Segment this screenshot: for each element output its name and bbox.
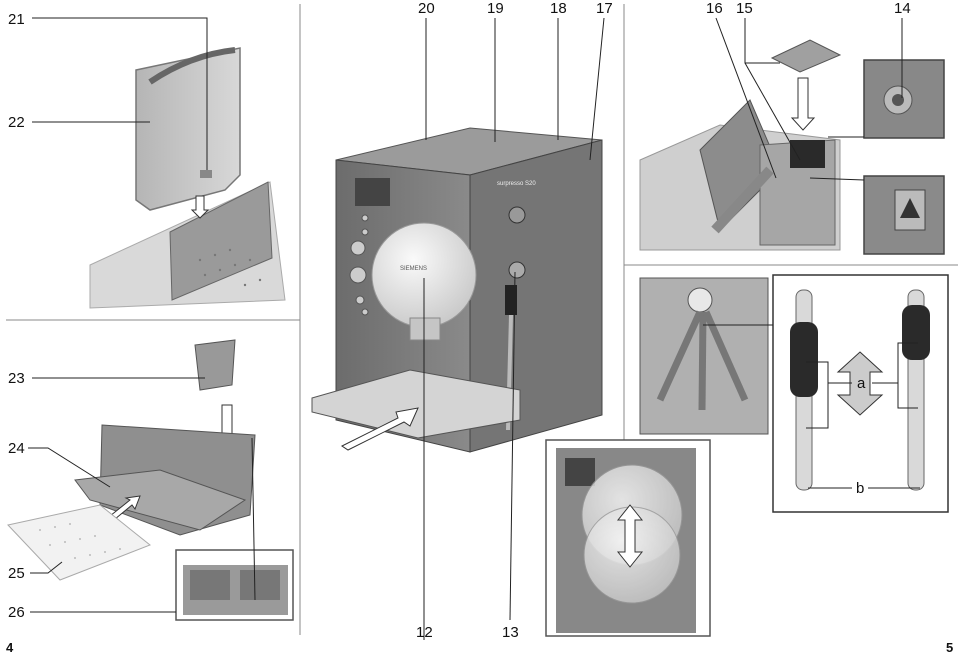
spout-height-illustration <box>545 439 711 637</box>
callout-25: 25 <box>8 565 25 582</box>
water-filter-illustration <box>639 39 945 255</box>
callout-23: 23 <box>8 370 25 387</box>
callout-24: 24 <box>8 440 25 457</box>
water-tank-illustration <box>89 47 286 309</box>
callout-14: 14 <box>894 0 911 17</box>
callout-16: 16 <box>706 0 723 17</box>
callout-21: 21 <box>8 11 25 28</box>
callout-a: a <box>857 375 866 392</box>
callout-labels: 21 22 23 24 25 26 20 19 18 17 16 15 14 1… <box>8 0 911 641</box>
page-number-right: 5 <box>946 640 953 655</box>
callout-13: 13 <box>502 624 519 641</box>
page-number-left: 4 <box>6 640 14 655</box>
callout-12: 12 <box>416 624 433 641</box>
callout-leaders <box>28 17 920 640</box>
callout-20: 20 <box>418 0 435 17</box>
callout-19: 19 <box>487 0 504 17</box>
panel-dividers <box>6 4 958 635</box>
callout-15: 15 <box>736 0 753 17</box>
callout-22: 22 <box>8 114 25 131</box>
coffee-machine-illustration: SIEMENS surpresso S20 <box>311 127 603 453</box>
callout-17: 17 <box>596 0 613 17</box>
machine-model-label: surpresso S20 <box>497 181 536 187</box>
machine-brand-label: SIEMENS <box>400 266 427 272</box>
callout-18: 18 <box>550 0 567 17</box>
nozzle-illustration <box>639 274 949 513</box>
callout-b: b <box>856 480 864 497</box>
callout-26: 26 <box>8 604 25 621</box>
drip-tray-illustration <box>7 339 294 621</box>
